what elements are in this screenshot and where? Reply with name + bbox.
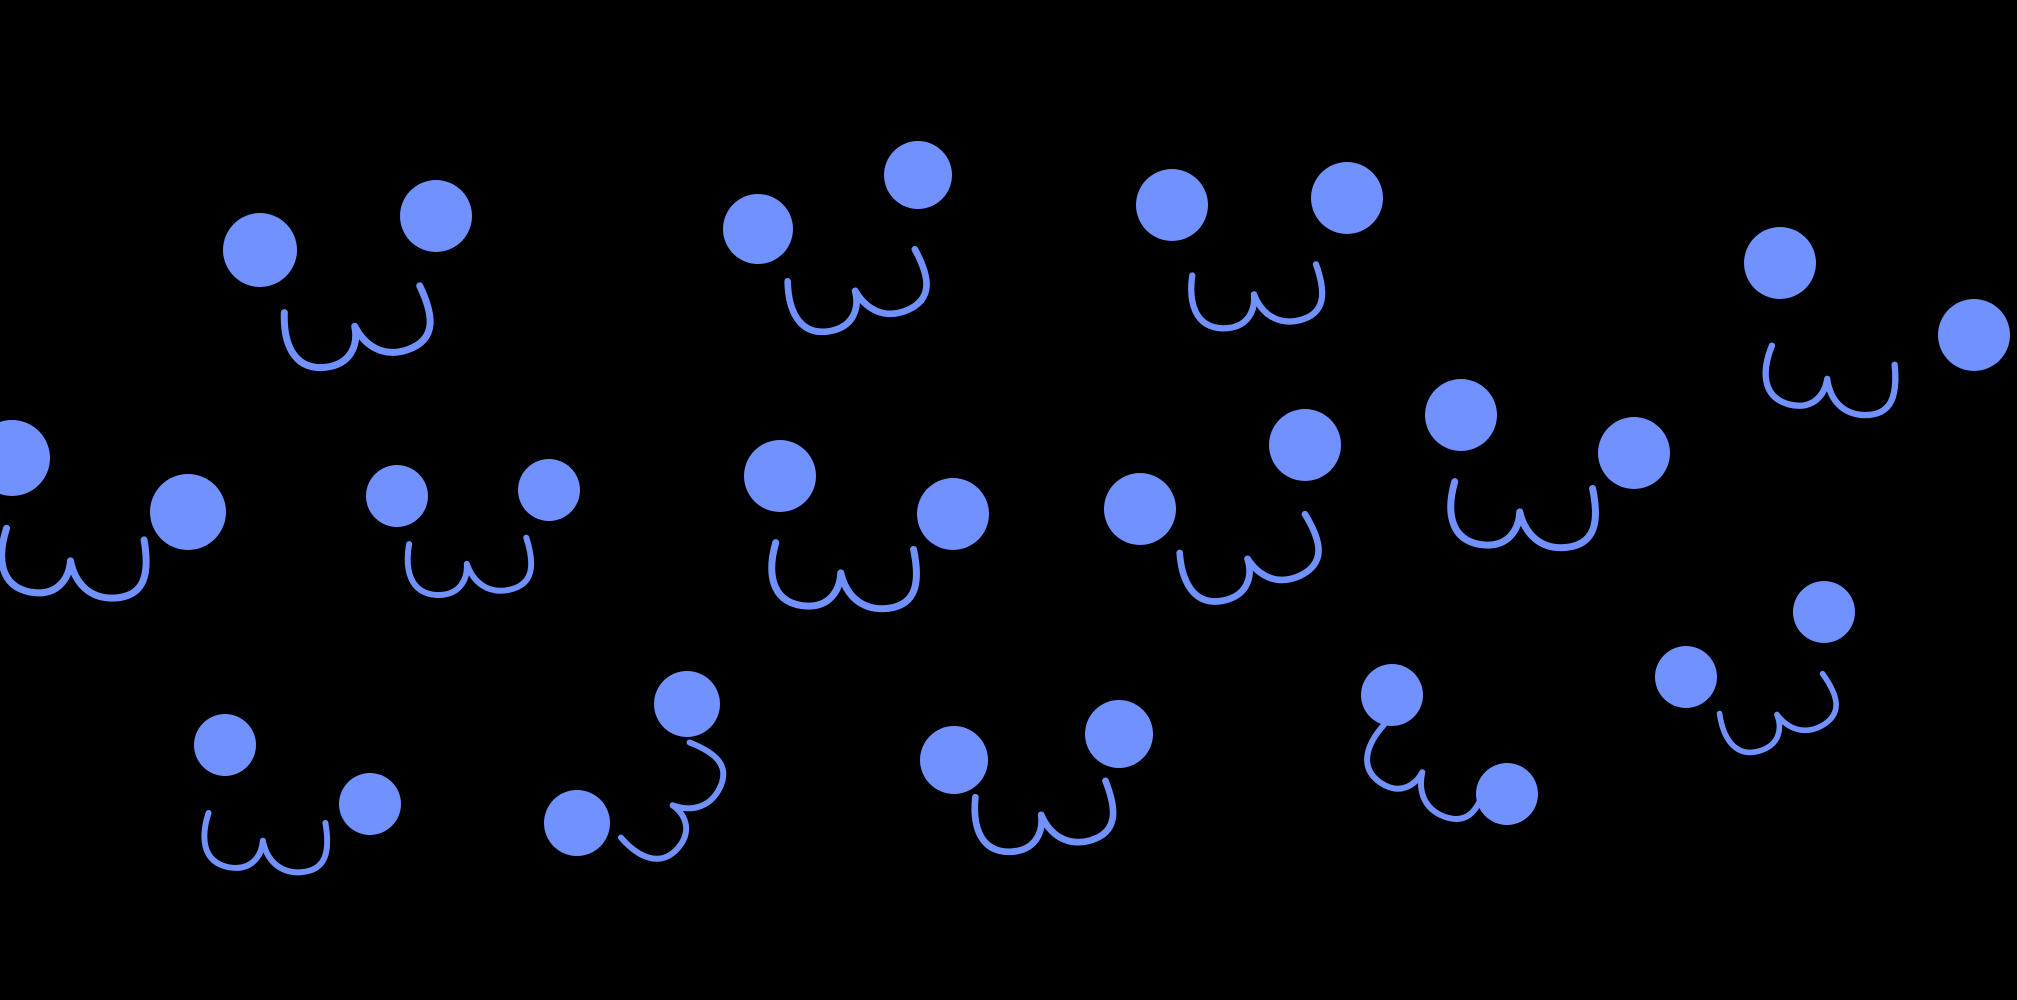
left-eye [366,465,428,527]
left-eye [723,194,793,264]
left-eye [1425,379,1497,451]
uwu-mouth [785,247,933,340]
uwu-face-icon [723,141,952,339]
uwu-mouth [407,536,534,597]
uwu-mouth [1357,724,1491,829]
uwu-face-icon [544,671,733,870]
left-eye [744,440,816,512]
uwu-mouth [1189,262,1325,331]
left-eye [223,213,297,287]
right-eye [917,478,989,550]
right-eye [1938,299,2010,371]
right-eye [339,773,401,835]
uwu-mouth [972,778,1117,856]
uwu-mouth [619,739,733,870]
right-eye [150,474,226,550]
uwu-mouth [1449,482,1596,549]
uwu-face-icon [1744,227,2010,419]
left-eye [920,726,988,794]
uwu-mouth [202,813,329,874]
left-eye [1136,169,1208,241]
uwu-face-icon [1425,379,1670,549]
uwu-mouth [1761,345,1898,419]
right-eye [1311,162,1383,234]
right-eye [1085,700,1153,768]
right-eye [1793,581,1855,643]
uwu-mouth [770,543,917,610]
uwu-face-icon [223,180,472,374]
uwu-face-icon [920,700,1153,856]
right-eye [1598,417,1670,489]
right-eye [518,459,580,521]
right-eye [1269,409,1341,481]
uwu-mouth [1717,671,1843,761]
uwu-face-icon [366,459,580,597]
left-eye [1361,664,1423,726]
right-eye [654,671,720,737]
uwu-face-icon [194,714,401,874]
uwu-mouth [1177,511,1326,610]
uwu-face-icon [1136,162,1383,332]
uwu-face-icon [1655,581,1855,761]
uwu-face-icon [0,420,226,600]
left-eye [1655,646,1717,708]
right-eye [884,141,952,209]
right-eye [400,180,472,252]
right-eye [1476,763,1538,825]
left-eye [0,420,50,496]
left-eye [1104,473,1176,545]
left-eye [194,714,256,776]
left-eye [1744,227,1816,299]
uwu-face-icon [1104,409,1341,610]
uwu-mouth [0,528,148,600]
left-eye [544,790,610,856]
uwu-face-icon [1357,664,1538,828]
uwu-face-icon [744,440,989,610]
uwu-mouth [281,283,436,374]
